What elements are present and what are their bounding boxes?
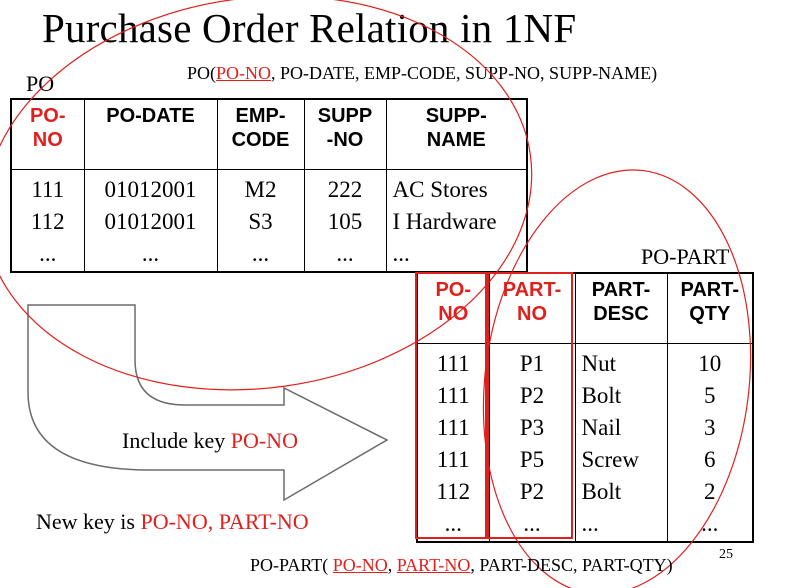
header-text: EMP- CODE [231, 105, 290, 151]
table-cell: ... [666, 507, 754, 542]
popart-schema-rest: , PART-DESC, PART-QTY) [470, 555, 673, 575]
table-cell: 112 [416, 475, 490, 508]
po-schema-key: PO-NO [216, 63, 272, 83]
po-schema: PO(PO-NO, PO-DATE, EMP-CODE, SUPP-NO, SU… [187, 63, 657, 84]
po-header-po-date: PO-DATE [83, 99, 218, 170]
table-cell: 111 [416, 411, 490, 444]
table-cell: 10 [666, 343, 754, 380]
popart-relation-label: PO-PART [641, 244, 730, 269]
table-cell: P1 [488, 343, 576, 380]
header-text: PO- NO [29, 105, 66, 151]
new-key-caption-text: New key is [36, 509, 141, 534]
table-row: 111 P2 Bolt 5 [416, 379, 754, 412]
table-cell: ... [216, 237, 305, 272]
popart-header-part-no: PART- NO [488, 273, 576, 344]
header-text: PO- NO [435, 279, 472, 325]
table-cell: 112 [10, 205, 85, 238]
header-text: PART- QTY [680, 279, 739, 325]
table-cell: ... [385, 237, 528, 272]
arrow-caption-key: PO-NO [230, 428, 298, 453]
popart-schema: PO-PART( PO-NO, PART-NO, PART-DESC, PART… [250, 555, 673, 576]
header-text: SUPP- NAME [425, 105, 487, 151]
table-cell: AC Stores [385, 169, 528, 206]
table-cell: M2 [216, 169, 305, 206]
popart-header-row: PO- NO PART- NO PART- DESC PART- QTY [416, 273, 754, 344]
popart-header-po-no: PO- NO [416, 273, 490, 344]
popart-table: PO- NO PART- NO PART- DESC PART- QTY 111… [416, 272, 754, 543]
table-row: 112 01012001 S3 105 I Hardware [10, 205, 528, 238]
curved-arrow [27, 304, 389, 502]
table-cell: Screw [574, 443, 668, 476]
popart-schema-key1: PO-NO [332, 555, 388, 575]
table-cell: 01012001 [83, 205, 218, 238]
table-cell: 111 [416, 343, 490, 380]
popart-schema-key2: PART-NO [396, 555, 471, 575]
table-row: 112 P2 Bolt 2 [416, 475, 754, 508]
table-cell: P5 [488, 443, 576, 476]
table-cell: ... [10, 237, 85, 272]
po-header-emp-code: EMP- CODE [216, 99, 305, 170]
popart-schema-prefix: PO-PART( [250, 555, 333, 575]
table-cell: 6 [666, 443, 754, 476]
table-row: 111 P1 Nut 10 [416, 343, 754, 380]
table-cell: ... [416, 507, 490, 542]
page-number: 25 [719, 547, 733, 562]
table-cell: P2 [488, 475, 576, 508]
po-header-supp-name: SUPP- NAME [385, 99, 528, 170]
table-cell: 111 [10, 169, 85, 206]
po-header-row: PO- NO PO-DATE EMP- CODE SUPP -NO SUPP- … [10, 99, 528, 170]
table-cell: 105 [303, 205, 387, 238]
table-cell: 01012001 [83, 169, 218, 206]
header-text: SUPP -NO [317, 105, 373, 151]
header-text: PO-DATE [106, 105, 195, 127]
po-header-supp-no: SUPP -NO [303, 99, 387, 170]
table-cell: ... [303, 237, 387, 272]
po-schema-prefix: PO( [187, 63, 217, 83]
table-row: 111 P5 Screw 6 [416, 443, 754, 476]
po-schema-rest: , PO-DATE, EMP-CODE, SUPP-NO, SUPP-NAME) [271, 63, 658, 83]
new-key-caption: New key is PO-NO, PART-NO [36, 509, 309, 535]
table-cell: P3 [488, 411, 576, 444]
table-cell: 111 [416, 443, 490, 476]
table-cell: 222 [303, 169, 387, 206]
table-cell: I Hardware [385, 205, 528, 238]
po-relation-label: PO [26, 71, 55, 96]
table-cell: ... [83, 237, 218, 272]
table-cell: 5 [666, 379, 754, 412]
table-cell: 111 [416, 379, 490, 412]
table-cell: P2 [488, 379, 576, 412]
po-header-po-no: PO- NO [10, 99, 85, 170]
table-row: ... ... ... ... ... [10, 237, 528, 272]
popart-schema-sep: , [387, 555, 397, 575]
table-cell: Nut [574, 343, 668, 380]
table-cell: Nail [574, 411, 668, 444]
arrow-caption: Include key PO-NO [122, 428, 298, 454]
table-cell: 2 [666, 475, 754, 508]
header-text: PART- NO [502, 279, 562, 325]
popart-header-part-qty: PART- QTY [666, 273, 754, 344]
slide-title: Purchase Order Relation in 1NF [42, 5, 577, 51]
table-cell: S3 [216, 205, 305, 238]
popart-header-part-desc: PART- DESC [574, 273, 668, 344]
table-cell: Bolt [574, 475, 668, 508]
table-row: 111 P3 Nail 3 [416, 411, 754, 444]
po-table: PO- NO PO-DATE EMP- CODE SUPP -NO SUPP- … [10, 98, 528, 273]
new-key-caption-keys: PO-NO, PART-NO [140, 509, 309, 534]
table-row: ... ... ... ... [416, 507, 754, 542]
table-row: 111 01012001 M2 222 AC Stores [10, 169, 528, 206]
table-cell: Bolt [574, 379, 668, 412]
arrow-caption-text: Include key [122, 428, 231, 453]
header-text: PART- DESC [591, 279, 651, 325]
table-cell: ... [574, 507, 668, 542]
table-cell: ... [488, 507, 576, 542]
table-cell: 3 [666, 411, 754, 444]
